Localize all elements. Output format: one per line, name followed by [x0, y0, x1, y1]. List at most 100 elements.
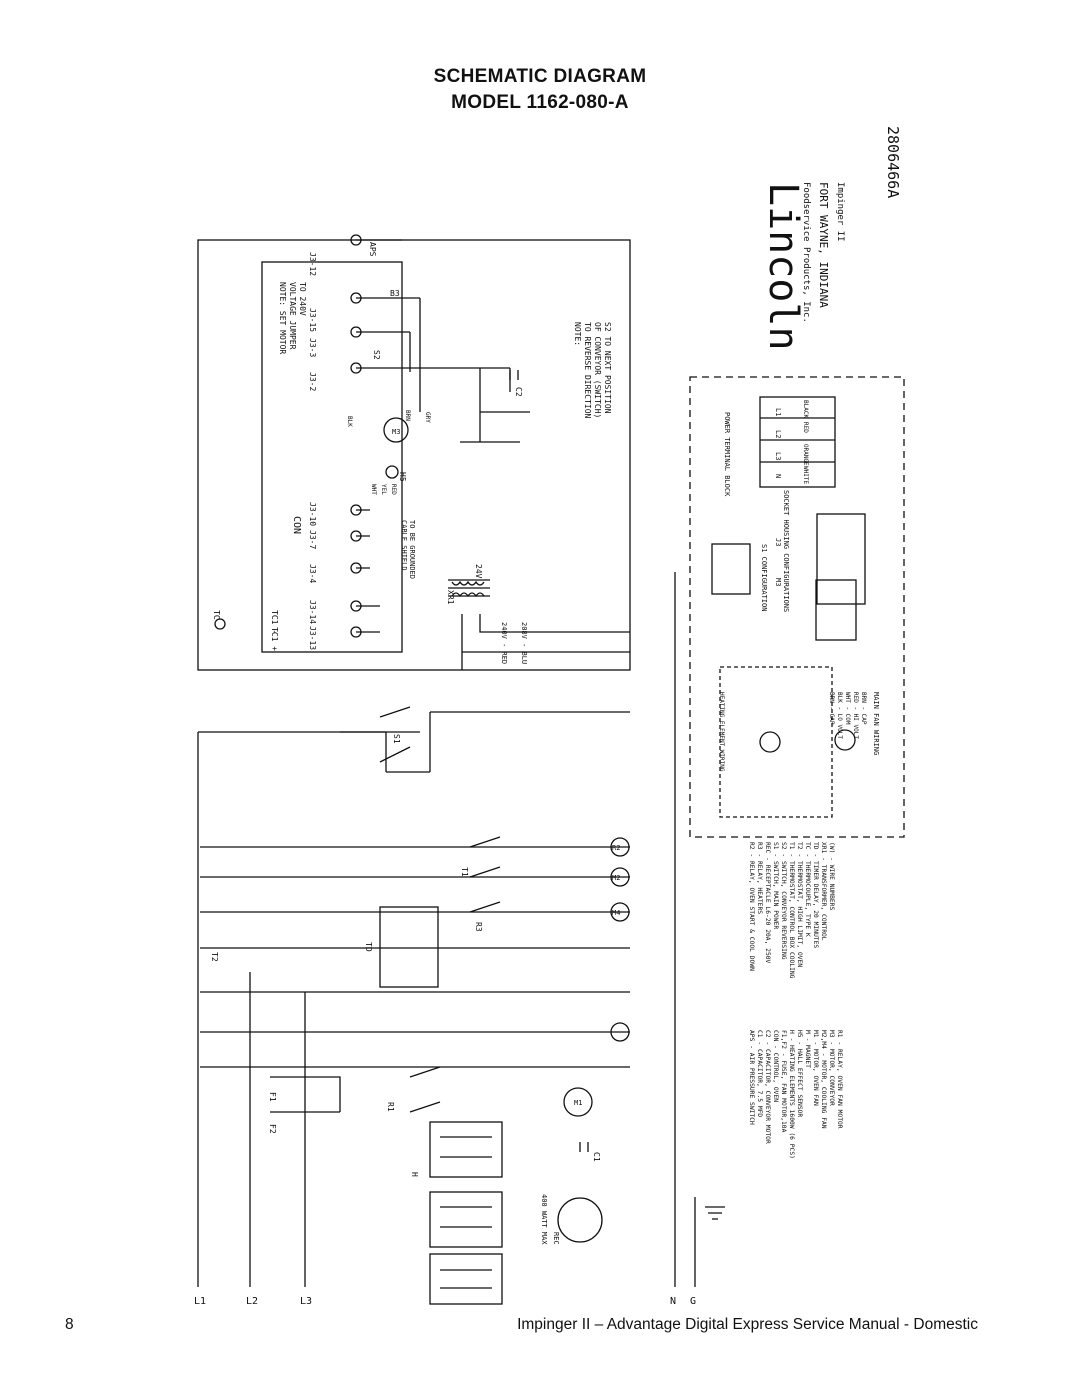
terminal-color: RED — [802, 422, 809, 433]
note-motor-line: TO 240V — [298, 282, 307, 316]
component-label: F1 — [268, 1092, 277, 1102]
brand-logo: Lincoln — [760, 182, 806, 351]
conveyor-motor-icon — [383, 417, 409, 443]
legend-right: R2 - RELAY, OVEN START & COOL DOWN R3 - … — [748, 842, 835, 979]
component-label: C2 — [514, 387, 523, 397]
line-label: G — [690, 1296, 696, 1307]
component-label: R1 — [386, 1102, 395, 1112]
tc-label: TC1 + — [270, 627, 279, 651]
component-label: H — [410, 1172, 419, 1177]
terminal-color: WHITE — [802, 466, 809, 484]
heating-elements-icon — [429, 1121, 503, 1305]
terminal-block-title: POWER TERMINAL BLOCK — [723, 412, 731, 497]
component-label: F2 — [268, 1124, 277, 1134]
legend-item: R3 - RELAY, HEATERS — [756, 842, 763, 914]
control-board — [261, 261, 403, 653]
connector-labels: J3-12 J3-15 J3-3 J3-2 J3-10 J3-7 J3-4 J3… — [308, 252, 317, 650]
component-label: T2 — [210, 952, 219, 962]
control-wiring-frame — [197, 239, 631, 671]
receptacle-icon — [557, 1197, 603, 1243]
transformer-icon — [448, 579, 490, 598]
footer-text: Impinger II – Advantage Digital Express … — [517, 1316, 978, 1333]
terminal-label: N — [774, 474, 782, 478]
line-label: L3 — [300, 1296, 312, 1307]
legend-item: TD - TIMER DELAY, 20 MINUTES — [812, 842, 819, 948]
ground-icon — [705, 1206, 725, 1220]
socket-label: S1 CONFIGURATION — [760, 544, 768, 611]
line-label: L1 — [194, 1296, 206, 1307]
legend-item: M - MAGNET — [804, 1030, 811, 1068]
main-fan-line: RED - HI VOLT — [852, 692, 859, 739]
heating-wiring-title: HEATING ELEMENT WIRING — [718, 692, 725, 772]
socket-s1 — [711, 543, 751, 595]
cable-shield-note: TO BE GROUNDED — [408, 520, 416, 579]
component-label: M4 — [612, 909, 620, 917]
cable-shield-note: CABLE SHIELD — [400, 520, 408, 571]
wire-color: YEL — [380, 484, 387, 495]
component-label: R3 — [474, 922, 483, 932]
legend-item: H5 - HALL EFFECT SENSOR — [796, 1030, 803, 1117]
component-label: M2 — [612, 874, 620, 882]
wire-color: WHT — [370, 484, 377, 495]
tc-label: TC1 - — [270, 610, 279, 634]
legend-item: T2 - THERMOSTAT, HIGH LIMIT, OVEN — [796, 842, 803, 967]
wire-color: BRN — [404, 410, 411, 421]
socket-config-title: SOCKET HOUSING CONFIGURATIONS — [782, 490, 790, 612]
connector-label: J3-4 — [308, 564, 317, 583]
main-fan-line: BLK - LO VOLT — [836, 692, 843, 739]
legend-item: XR1 - TRANSFORMER, CONTROL — [820, 842, 827, 941]
terminal-color: BLACK — [802, 400, 809, 418]
terminal-label: L3 — [774, 452, 782, 460]
company-name: Foodservice Products, Inc. — [801, 182, 811, 323]
component-label: M1 — [574, 1099, 582, 1107]
main-fan-line: BRN - CAP — [828, 692, 835, 725]
legend-item: REC - RECEPTACLE L6-20 20A, 250V — [764, 842, 771, 964]
control-label: CON — [291, 516, 302, 534]
heating-element-wiring-box — [719, 666, 833, 818]
legend-item: (W) - WIRE NUMBERS — [828, 842, 835, 910]
component-label: S2 — [372, 350, 381, 360]
transformer-secondary: 24V — [474, 564, 483, 579]
connector-label: J3-14 — [308, 600, 317, 624]
connector-label: J3-13 — [308, 626, 317, 650]
line-labels: L1 L2 L3 N G — [194, 1296, 696, 1307]
connector-label: J3-3 — [308, 338, 317, 357]
drawing-number: 2806466A — [884, 126, 902, 198]
thermocouple-icon — [214, 618, 226, 630]
legend-item: APS - AIR PRESSURE SWITCH — [748, 1030, 755, 1125]
connector-label: J3-10 — [308, 502, 317, 526]
main-fan-line: BRN - CAP — [860, 692, 867, 725]
terminal-label: L2 — [774, 430, 782, 438]
ladder-rungs — [200, 836, 630, 1068]
line-label: N — [670, 1296, 676, 1307]
wire-color: RED — [390, 484, 397, 495]
transformer-label: XR1 — [446, 590, 455, 605]
component-label: S1 — [392, 734, 401, 744]
component-label: C1 — [592, 1152, 601, 1162]
connector-label: J3-2 — [308, 372, 317, 391]
capacitor-c2-icon — [509, 370, 519, 380]
note-conveyor-line: OF CONVEYOR (SWITCH) — [593, 322, 602, 418]
legend-item: H - HEATING ELEMENTS 1600W (6 PCS) — [788, 1030, 795, 1159]
component-labels: APS B3 S2 M3 C2 H5 S1 T1 T2 TD R1 R2 R3 … — [210, 242, 620, 1245]
legend-item: M3 - MOTOR, CONVEYOR — [828, 1030, 835, 1106]
component-label: H5 — [398, 472, 407, 482]
component-label: TD — [364, 942, 373, 952]
note-motor-line: VOLTAGE JUMPER — [288, 282, 297, 350]
note-conveyor-line: S2 TO NEXT POSITION — [603, 322, 612, 414]
capacitor-c1-icon — [579, 1142, 589, 1152]
main-fan-line: WHT - COM — [844, 692, 851, 725]
note-conveyor-line: TO REVERSE DIRECTION — [583, 322, 592, 419]
legend-left: APS - AIR PRESSURE SWITCH C1 - CAPACITOR… — [748, 1030, 843, 1159]
legend-item: T1 - THERMOSTAT, CONTROL BOX COOLING — [788, 842, 795, 979]
legend-item: M2,M4 - MOTOR, COOLING FAN — [820, 1030, 827, 1129]
component-label: REC — [552, 1232, 560, 1245]
legend-item: S2 - SWITCH, CONVEYOR REVERSING — [780, 842, 787, 960]
legend-item: R1 - RELAY, OVEN FAN MOTOR — [836, 1030, 843, 1129]
terminal-color: ORANGE — [802, 444, 809, 466]
line-label: L2 — [246, 1296, 258, 1307]
page-title: SCHEMATIC DIAGRAM — [433, 66, 647, 87]
page-subtitle: MODEL 1162-080-A — [451, 92, 629, 113]
detail-panel — [689, 376, 905, 838]
transformer-tap: 240V - RED — [500, 622, 508, 664]
